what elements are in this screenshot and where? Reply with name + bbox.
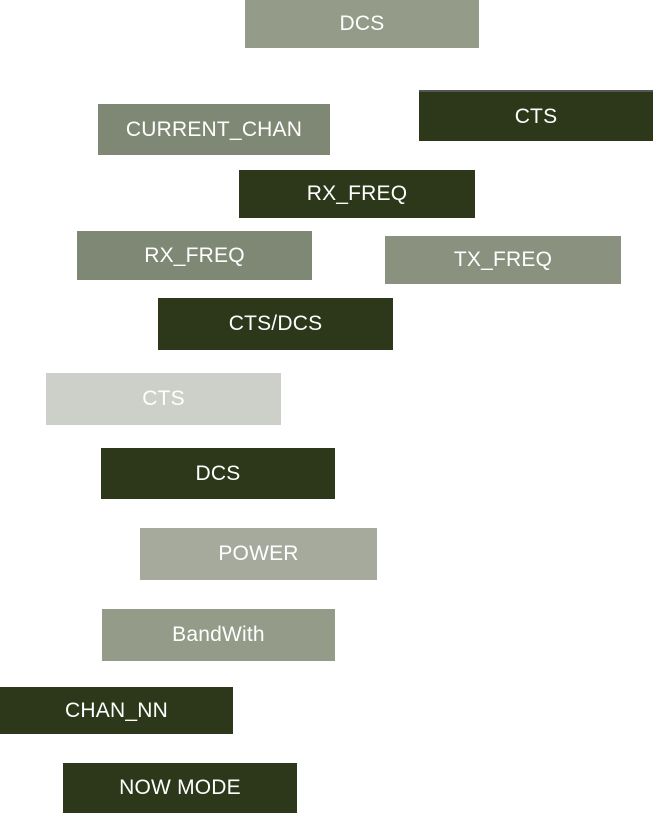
current-chan-button[interactable]: CURRENT_CHAN xyxy=(98,104,330,155)
chan-nn-button[interactable]: CHAN_NN xyxy=(0,687,233,734)
cts-button[interactable]: CTS xyxy=(419,90,653,141)
power-button[interactable]: POWER xyxy=(140,528,377,580)
rx-freq-secondary-button[interactable]: RX_FREQ xyxy=(77,231,312,280)
tx-freq-button[interactable]: TX_FREQ xyxy=(385,236,621,284)
now-mode-button[interactable]: NOW MODE xyxy=(63,763,297,813)
rx-freq-button[interactable]: RX_FREQ xyxy=(239,170,475,218)
cts-dcs-button[interactable]: CTS/DCS xyxy=(158,298,393,350)
cts-disabled-button[interactable]: CTS xyxy=(46,373,281,425)
dcs-button[interactable]: DCS xyxy=(245,0,479,48)
dcs-selected-button[interactable]: DCS xyxy=(101,448,335,499)
bandwith-button[interactable]: BandWith xyxy=(102,609,335,661)
